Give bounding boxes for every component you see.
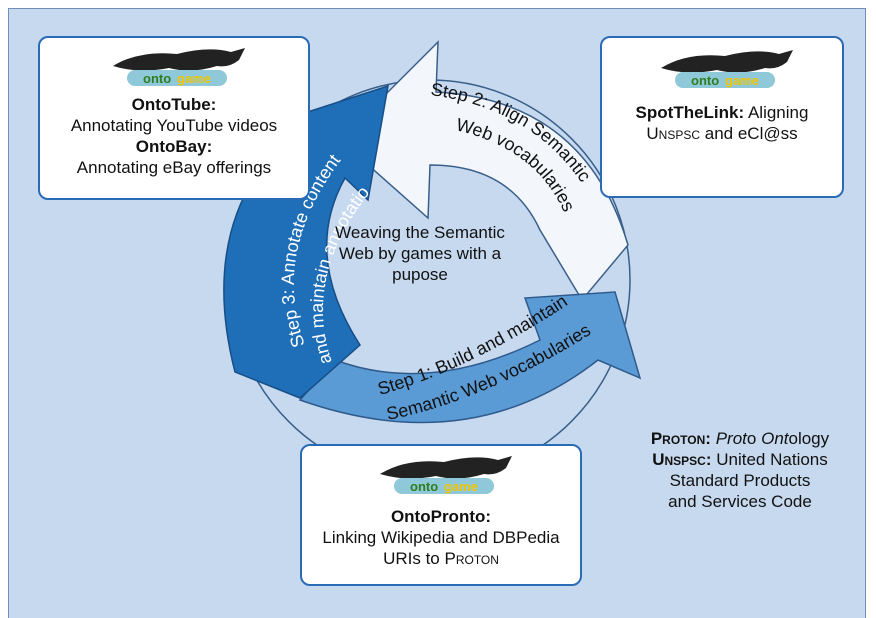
step1-arrow [298,291,642,424]
svg-text:game: game [177,71,211,86]
svg-text:onto: onto [143,71,171,86]
legend-unspsc-line3: and Services Code [668,492,812,511]
ontobay-title: OntoBay: [135,137,213,156]
svg-text:game: game [444,479,478,494]
proton-term: Proton [444,549,499,568]
svg-text:onto: onto [410,479,438,494]
ontopronto-desc-1: Linking Wikipedia and DBPedia [322,528,560,547]
ontotube-desc: Annotating YouTube videos [70,116,278,135]
ontogame-logo: onto game [661,50,793,88]
spotthelink-desc-1: Aligning [747,103,809,122]
card-ontopronto: onto game OntoPronto: Linking Wikipedia … [300,444,582,586]
card-ontotube-ontobay: onto game OntoTube: Annotating YouTube v… [38,36,310,200]
ontobay-desc: Annotating eBay offerings [76,158,272,177]
legend-proton: Proton: Proto Ontology [650,429,830,448]
ontogame-logo: onto game [380,456,512,494]
cycle-center-text: Weaving the Semantic Web by games with a… [335,223,505,284]
ontopronto-title: OntoPronto: [390,507,492,526]
legend-unspsc-line2: Standard Products [669,471,811,490]
step2-arrow [338,40,629,302]
unspsc-term: Unspsc [646,124,701,143]
spotthelink-desc-2: and eCl@ss [704,124,798,143]
card-spotthelink: onto game SpotTheLink: Aligning Unspsc a… [600,36,844,198]
ontogame-logo: onto game [113,48,245,86]
svg-text:onto: onto [691,73,719,88]
ontotube-title: OntoTube: [131,95,217,114]
spotthelink-title: SpotTheLink: [635,103,745,122]
abbreviation-legend: Proton: Proto Ontology Unspsc: United Na… [610,428,870,512]
legend-unspsc: Unspsc: United Nations [652,450,828,469]
svg-text:game: game [725,73,759,88]
ontopronto-desc-2: URIs to [383,549,440,568]
